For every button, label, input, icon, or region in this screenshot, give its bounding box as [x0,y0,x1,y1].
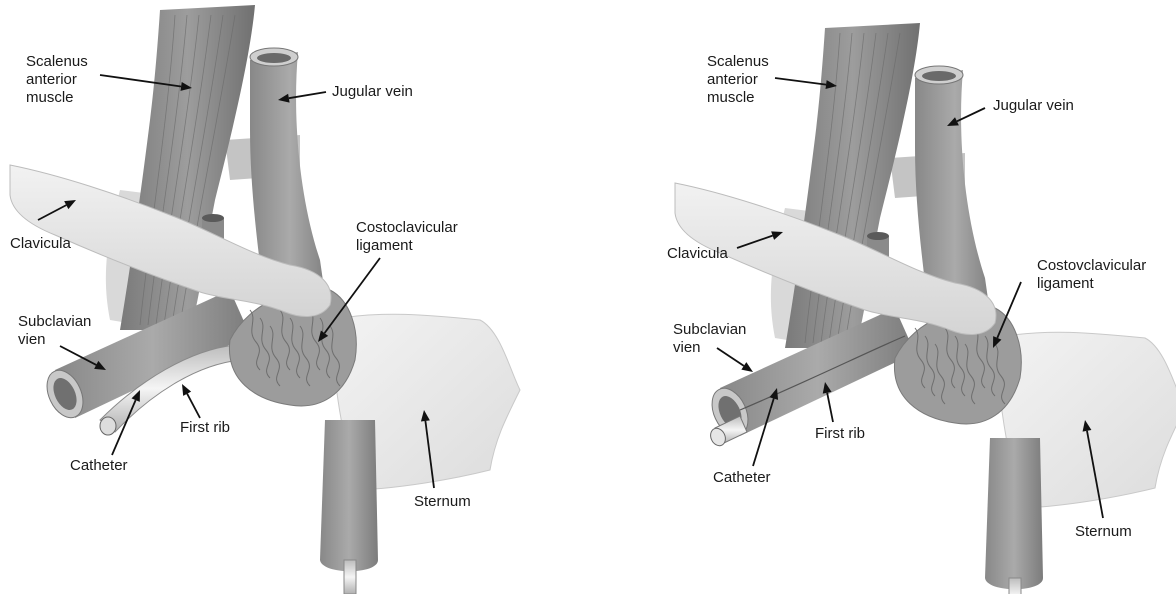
label-sternum-line: Sternum [414,493,471,510]
label-jugular-vein: Jugular vein [993,97,1074,114]
label-first-rib: First rib [815,425,865,442]
label-clavicula: Clavicula [667,245,729,262]
catheter-tip [1009,578,1021,594]
catheter-tip [344,560,356,594]
label-subclavian-line: Subclavian [673,321,746,338]
small-vessel-lumen [202,214,224,222]
label-sternum: Sternum [1075,523,1132,540]
label-clavicula-line: Clavicula [10,235,72,252]
label-catheter-line: Catheter [713,469,771,486]
label-jugular-vein: Jugular vein [332,83,413,100]
label-jugular-vein-line: Jugular vein [993,97,1074,114]
label-costoclavicular-line: Costovclavicular [1037,257,1146,274]
small-vessel-lumen [867,232,889,240]
label-scalenus-line: anterior [26,71,77,88]
label-costoclavicular-line: ligament [1037,275,1095,292]
catheter-end [100,417,116,435]
label-first-rib-line: First rib [180,419,230,436]
label-scalenus-line: anterior [707,71,758,88]
label-clavicula-line: Clavicula [667,245,729,262]
label-scalenus-line: muscle [26,89,74,106]
label-catheter: Catheter [713,469,771,486]
label-jugular-vein-line: Jugular vein [332,83,413,100]
jugular-lumen [922,71,956,81]
label-scalenus-line: muscle [707,89,755,106]
label-costoclavicular-line: Costoclavicular [356,219,458,236]
jugular-lumen [257,53,291,63]
label-sternum-line: Sternum [1075,523,1132,540]
label-first-rib: First rib [180,419,230,436]
label-costoclavicular-line: ligament [356,237,414,254]
label-scalenus-line: Scalenus [26,53,88,70]
label-subclavian-line: Subclavian [18,313,91,330]
brachiocephalic-vein [320,420,378,571]
arrow-first-rib [182,384,200,418]
label-clavicula: Clavicula [10,235,72,252]
brachiocephalic-vein [985,438,1043,589]
label-subclavian-line: vien [673,339,701,356]
arrow-subclavian [717,348,753,372]
label-sternum: Sternum [414,493,471,510]
label-catheter-line: Catheter [70,457,128,474]
label-first-rib-line: First rib [815,425,865,442]
label-subclavian-line: vien [18,331,46,348]
label-scalenus-line: Scalenus [707,53,769,70]
label-catheter: Catheter [70,457,128,474]
